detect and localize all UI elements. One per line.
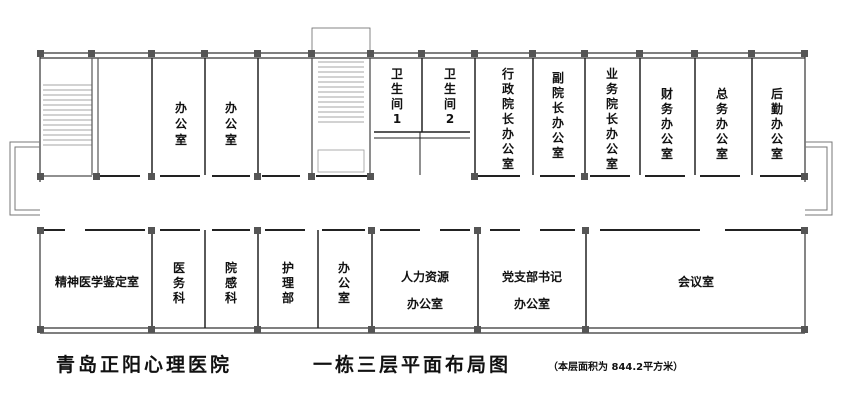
room-label-bottom-office: 办公室: [338, 260, 350, 305]
room-label-top-office-1: 办公室: [175, 100, 187, 147]
room-label-meeting-room: 会议室: [678, 274, 714, 289]
room-label-general-affairs: 总务办公室: [716, 86, 729, 161]
center-stair: [311, 27, 371, 175]
top-partitions: [151, 58, 753, 175]
hospital-name: 青岛正阳心理医院: [56, 354, 233, 376]
room-label-forensic-psychiatry: 精神医学鉴定室: [55, 274, 139, 289]
floor-title: 一栋三层平面布局图: [313, 354, 512, 376]
right-entrance: [805, 141, 833, 216]
room-label-nursing-dept: 护理部: [282, 260, 294, 305]
room-label-human-resources: 人力资源办公室: [401, 269, 449, 311]
room-label-top-office-2: 办公室: [225, 100, 237, 147]
left-entrance: [9, 141, 40, 216]
area-note: （本层面积为 844.2平方米）: [548, 362, 684, 373]
columns: [37, 50, 808, 333]
bottom-partitions: [151, 230, 587, 328]
room-label-finance-office: 财务办公室: [660, 86, 674, 161]
room-label-infection-control: 院感科: [225, 260, 237, 305]
room-label-vice-president: 副院长办公室: [552, 70, 565, 160]
left-stair: [43, 58, 99, 175]
room-label-medical-affairs: 医务科: [173, 261, 186, 305]
room-label-admin-president: 行政院长办公室: [501, 66, 515, 171]
room-label-party-secretary: 党支部书记办公室: [502, 269, 562, 311]
room-label-business-president: 业务院长办公室: [606, 66, 619, 171]
room-label-logistics: 后勤办公室: [771, 86, 783, 161]
